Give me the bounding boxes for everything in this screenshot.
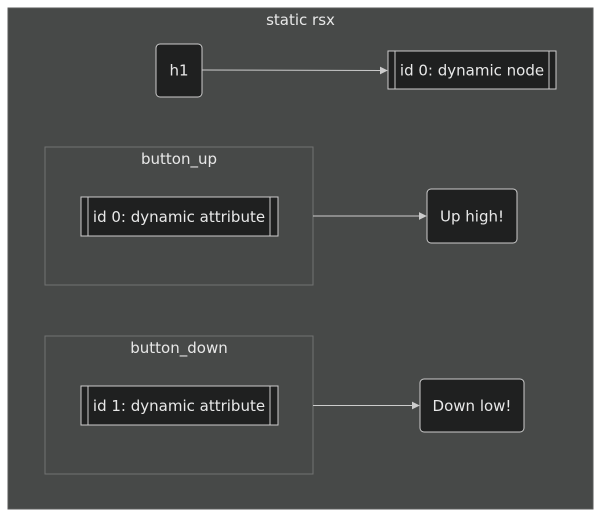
- dynamic-attribute-1-label: id 1: dynamic attribute: [93, 397, 265, 415]
- up-high-node[interactable]: Up high!: [426, 188, 518, 244]
- dynamic-attribute-0-node[interactable]: id 0: dynamic attribute: [80, 196, 279, 237]
- h1-node[interactable]: h1: [155, 43, 203, 98]
- down-low-node[interactable]: Down low!: [419, 378, 525, 433]
- h1-label: h1: [169, 62, 188, 80]
- down-low-label: Down low!: [433, 397, 512, 415]
- static-rsx-title: static rsx: [266, 11, 335, 29]
- up-high-label: Up high!: [440, 208, 504, 226]
- edge-h1-to-dynamic-node: [201, 66, 388, 75]
- dynamic-attribute-0-label: id 0: dynamic attribute: [93, 208, 265, 226]
- dynamic-node[interactable]: id 0: dynamic node: [387, 50, 557, 90]
- dynamic-attribute-1-node[interactable]: id 1: dynamic attribute: [80, 385, 279, 426]
- button-down-title: button_down: [130, 339, 227, 358]
- dynamic-node-label: id 0: dynamic node: [400, 62, 544, 80]
- button-up-title: button_up: [141, 150, 217, 169]
